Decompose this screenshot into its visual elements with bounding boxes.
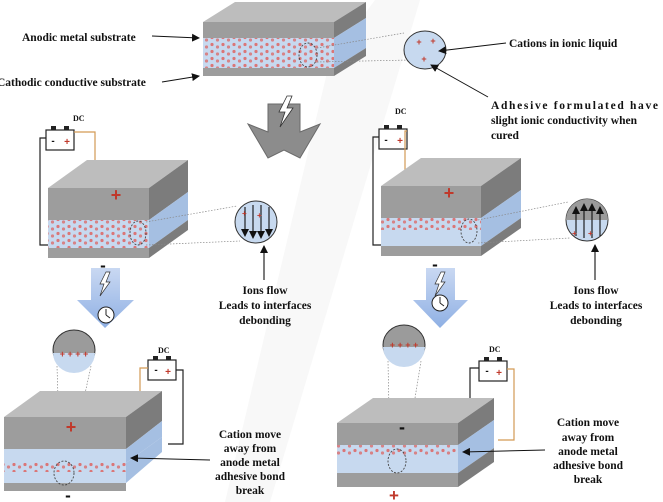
cation-magnifier-right-final: + + + + <box>382 324 426 367</box>
lightning-icon <box>434 271 446 297</box>
left-final-bottom-sign: - <box>65 486 71 502</box>
svg-text:+: + <box>430 36 435 46</box>
cation-magnifier-left-final: + + + + <box>52 329 96 373</box>
left-top-sign: + <box>111 185 122 205</box>
svg-text:+: + <box>397 136 403 147</box>
left-leads-to: Leads to interfaces <box>219 300 312 312</box>
left-bottom-sign: - <box>100 256 106 275</box>
right-leads-to: Leads to interfaces <box>550 300 643 312</box>
battery-icon-left-top: - + <box>45 126 75 151</box>
right-ions-flow: Ions flow <box>573 285 619 297</box>
lightning-icon <box>99 271 111 297</box>
cation-magnifier-top: + + + <box>403 30 447 70</box>
label-adhesive-line2: slight ionic conductivity when <box>491 115 638 127</box>
down-arrow-left <box>77 268 134 328</box>
split-arrow <box>246 95 322 159</box>
right-dc-label-top: DC <box>395 107 407 116</box>
svg-text:+: + <box>257 211 262 220</box>
left-adhesive-bond: adhesive bond <box>215 471 286 483</box>
svg-text:+: + <box>572 229 577 238</box>
label-cations: Cations in ionic liquid <box>509 38 618 50</box>
svg-text:+: + <box>165 367 171 378</box>
label-adhesive-line3: cured <box>491 130 520 142</box>
right-final-bottom-sign: + <box>389 486 399 502</box>
right-break: break <box>574 474 603 486</box>
left-ions-flow: Ions flow <box>242 285 288 297</box>
right-top-sign: + <box>444 183 455 203</box>
label-cathodic: Cathodic conductive substrate <box>0 77 146 89</box>
right-final-top-sign: - <box>399 417 405 437</box>
left-debonding: debonding <box>239 315 291 327</box>
left-dc-label-bottom: DC <box>158 346 170 355</box>
battery-icon-right-top: - + <box>378 125 408 150</box>
battery-icon-right-bottom: - + <box>478 357 508 382</box>
label-adhesive-line1: Adhesive formulated have <box>491 100 658 112</box>
label-anodic: Anodic metal substrate <box>22 32 136 44</box>
svg-text:+: + <box>496 368 502 379</box>
left-cation-move: Cation move <box>219 429 281 441</box>
left-panel: DC - + + - + + <box>4 114 312 502</box>
battery-icon-left-bottom: - + <box>147 356 177 381</box>
right-panel: DC - + + - + + <box>337 107 643 502</box>
down-arrow-right <box>413 268 468 328</box>
right-debonding: debonding <box>570 315 622 327</box>
svg-text:-: - <box>154 365 157 376</box>
lightning-icon <box>278 95 294 128</box>
svg-text:-: - <box>485 366 488 377</box>
top-sandwich <box>203 2 366 76</box>
svg-text:+ + + +: + + + + <box>60 349 89 359</box>
left-break: break <box>236 485 265 497</box>
svg-text:+: + <box>416 37 421 47</box>
right-dc-label-bottom: DC <box>489 345 501 354</box>
left-final-top-sign: + <box>66 417 77 437</box>
svg-text:+ + + +: + + + + <box>390 340 419 350</box>
right-bottom-sign: - <box>432 255 438 274</box>
svg-text:+: + <box>421 54 426 64</box>
left-anode-metal: anode metal <box>220 457 280 469</box>
ion-flow-magnifier-right: + + <box>565 198 609 242</box>
svg-text:+: + <box>242 209 247 218</box>
svg-text:-: - <box>384 135 387 146</box>
ion-flow-magnifier-left: + + <box>234 200 278 244</box>
svg-text:+: + <box>588 229 593 238</box>
right-away-from: away from <box>562 432 615 444</box>
svg-text:-: - <box>51 136 54 147</box>
left-away-from: away from <box>224 443 277 455</box>
right-anode-metal: anode metal <box>558 446 618 458</box>
right-cation-move: Cation move <box>557 417 619 429</box>
right-adhesive-bond: adhesive bond <box>553 460 624 472</box>
background-watermark <box>225 0 420 502</box>
left-dc-label-top: DC <box>73 114 85 123</box>
svg-text:+: + <box>64 137 70 148</box>
